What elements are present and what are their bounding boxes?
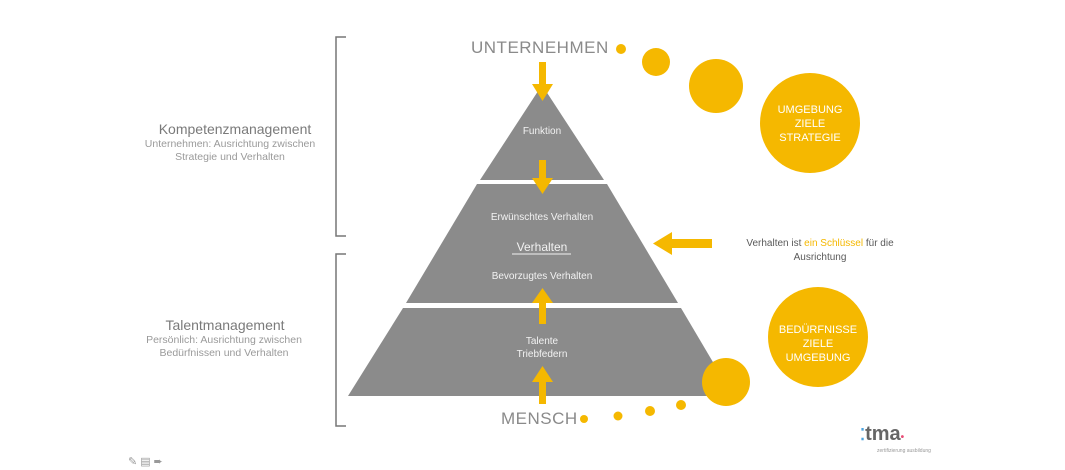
label-bevorzugt: Bevorzugtes Verhalten — [491, 271, 593, 282]
pyramid-middle — [406, 184, 678, 303]
circle-top-line3: STRATEGIE — [779, 132, 841, 144]
key-note-part1: Verhalten ist — [746, 238, 805, 249]
slide-toolbar: ✎▤➨ — [128, 452, 166, 468]
bracket-talent — [335, 253, 346, 427]
dot-bottom-large — [702, 358, 750, 406]
arrow-up-bottom — [532, 366, 553, 404]
logo-dot-icon: • — [900, 432, 905, 443]
tma-logo: ⁚tma• — [860, 423, 904, 446]
arrow-down-top — [532, 62, 553, 101]
key-note-line2: Ausrichtung — [793, 252, 847, 263]
key-note-part2: für die — [863, 238, 894, 249]
label-funktion: Funktion — [522, 126, 562, 137]
competence-line1: Unternehmen: Ausrichtung zwischen — [144, 138, 316, 150]
logo-text: tma — [865, 423, 901, 445]
dot-top-small — [616, 44, 626, 54]
top-label: UNTERNEHMEN — [471, 38, 609, 57]
circle-bottom-line3: UMGEBUNG — [785, 352, 851, 364]
competence-title: Kompetenzmanagement — [158, 121, 312, 137]
logo-subtitle: zertifizierung ausbildung — [877, 448, 931, 454]
arrow-down-middle — [532, 160, 553, 194]
bracket-competence — [335, 36, 346, 237]
pyramid-top — [480, 85, 604, 180]
label-talente: Talente — [525, 336, 559, 347]
arrow-left — [653, 232, 712, 255]
competence-line2: Strategie und Verhalten — [175, 151, 285, 163]
talent-title: Talentmanagement — [165, 317, 285, 333]
key-note-line1: Verhalten ist ein Schlüssel für die — [720, 237, 920, 251]
forward-icon[interactable]: ➨ — [153, 456, 163, 468]
pencil-icon[interactable]: ✎ — [128, 456, 138, 468]
dot-bottom-3 — [645, 406, 655, 416]
talent-line1: Persönlich: Ausrichtung zwischen — [146, 334, 302, 346]
notes-icon[interactable]: ▤ — [140, 456, 151, 468]
label-triebfedern: Triebfedern — [516, 349, 568, 360]
circle-umgebung — [760, 73, 860, 173]
dot-bottom-2 — [613, 411, 623, 421]
logo-dots-icon: ⁚ — [860, 427, 866, 444]
talent-line2: Bedürfnissen und Verhalten — [159, 347, 289, 359]
bottom-label: MENSCH — [501, 409, 578, 428]
pyramid-bottom — [348, 308, 733, 396]
label-verhalten: Verhalten — [516, 240, 568, 254]
dot-top-medium — [642, 48, 670, 76]
dot-top-large — [689, 59, 743, 113]
dot-bottom-1 — [580, 415, 588, 423]
key-note-accent: ein Schlüssel — [804, 238, 864, 249]
circle-beduerfnisse — [768, 287, 868, 387]
circle-top-line2: ZIELE — [794, 118, 826, 130]
circle-bottom-line1: BEDÜRFNISSE — [778, 324, 858, 336]
circle-top-line1: UMGEBUNG — [777, 104, 843, 116]
circle-bottom-line2: ZIELE — [802, 338, 834, 350]
dot-bottom-4 — [676, 400, 686, 410]
arrow-up-middle — [532, 288, 553, 324]
label-erwuenscht: Erwünschtes Verhalten — [490, 212, 594, 223]
